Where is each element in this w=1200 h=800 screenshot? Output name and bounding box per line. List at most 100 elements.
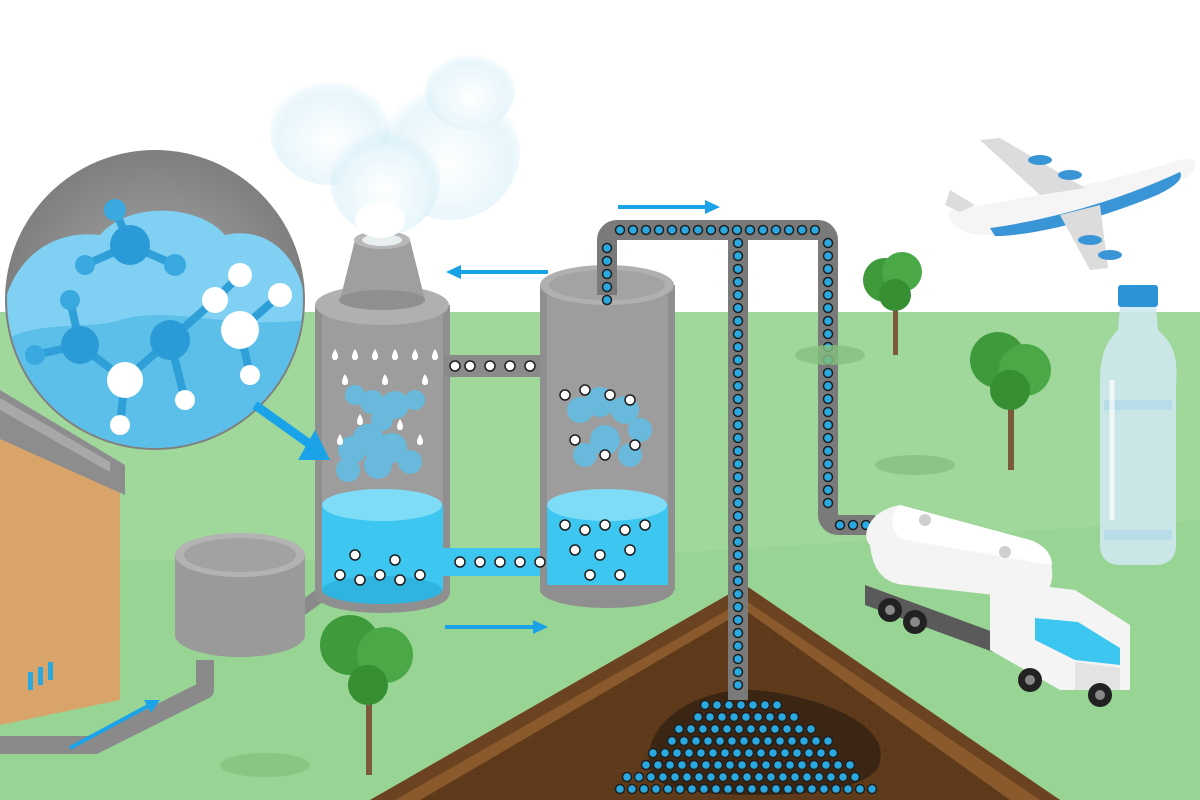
magnifier-pointer-head [298,430,330,460]
co2-bead [777,771,789,783]
tree-icon [875,332,1051,475]
co2-bead [692,711,704,723]
co2-bead [657,771,669,783]
solvent-bead [559,519,571,531]
co2-bead [732,393,744,405]
co2-bead [728,711,740,723]
solvent-bead [559,389,571,401]
solvent-beads [334,360,651,586]
co2-bead [662,783,674,795]
co2-bead [732,406,744,418]
co2-bead [732,588,744,600]
co2-bead [614,783,626,795]
co2-bead [734,783,746,795]
tree-icon [795,252,922,365]
co2-bead [755,747,767,759]
co2-bead [695,747,707,759]
chimney-icon [339,231,425,310]
co2-bead [640,759,652,771]
co2-bead [808,759,820,771]
co2-bead [740,711,752,723]
co2-bead [822,735,834,747]
co2-bead [732,289,744,301]
solvent-bead [614,569,626,581]
co2-bead [743,747,755,759]
co2-bead [789,771,801,783]
co2-bead [671,747,683,759]
solvent-drop [392,349,398,360]
co2-bead [732,367,744,379]
co2-bead [679,224,691,236]
co2-bead [832,759,844,771]
storage-tank-icon [175,533,305,657]
co2-bead [770,224,782,236]
co2-bead [830,783,842,795]
co2-bead [732,627,744,639]
airplane-icon [945,138,1196,270]
co2-bead [741,771,753,783]
co2-bead [822,380,834,392]
co2-bead [721,723,733,735]
co2-bead [771,699,783,711]
co2-bead [645,771,657,783]
co2-bead [723,699,735,711]
co2-bead [758,783,770,795]
solvent-bead [374,569,386,581]
co2-bead [732,575,744,587]
co2-bead [822,328,834,340]
co2-bead [640,224,652,236]
co2-bead [732,653,744,665]
co2-bead [732,640,744,652]
co2-bead [786,735,798,747]
co2-bead [794,783,806,795]
co2-bead [822,484,834,496]
solvent-bead [604,389,616,401]
solvent-drop [382,374,388,385]
solvent-drop [417,434,423,445]
steam-plume [270,50,520,238]
co2-bead [647,747,659,759]
co2-bead [801,771,813,783]
magnifier-pointer [252,401,321,454]
factory-window-1 [28,672,33,690]
solvent-drop [412,349,418,360]
co2-bead [822,302,834,314]
co2-bead [681,771,693,783]
co2-bead [750,735,762,747]
flue-gas-cloud [336,385,425,482]
co2-bead [837,771,849,783]
flow-arrow-icon [618,200,720,214]
co2-bead [810,735,822,747]
co2-bead [732,484,744,496]
co2-bead [719,747,731,759]
co2-bead [736,759,748,771]
tree-icon [220,615,413,777]
co2-bead [732,315,744,327]
co2-bead [822,393,834,405]
co2-bead [601,294,613,306]
co2-bead [664,759,676,771]
solvent-bead [629,439,641,451]
co2-bead [732,445,744,457]
co2-bead [842,783,854,795]
co2-bead [822,250,834,262]
co2-bead [769,723,781,735]
co2-bead [825,771,837,783]
molecule-atoms [25,199,292,435]
solvent-drop [337,434,343,445]
co2-bead [732,523,744,535]
co2-bead [690,735,702,747]
co2-bead [732,341,744,353]
co2-bead [732,250,744,262]
co2-bead [738,735,750,747]
co2-bead [762,735,774,747]
co2-bead [735,699,747,711]
co2-bead [834,519,846,531]
co2-bead [759,699,771,711]
plastic-bottle-icon [1100,285,1177,565]
molecule-magnifier-icon [5,150,330,460]
reservoir-beads [614,699,878,795]
co2-bead [732,497,744,509]
tanker-truck-icon [865,505,1130,707]
co2-bead [764,711,776,723]
